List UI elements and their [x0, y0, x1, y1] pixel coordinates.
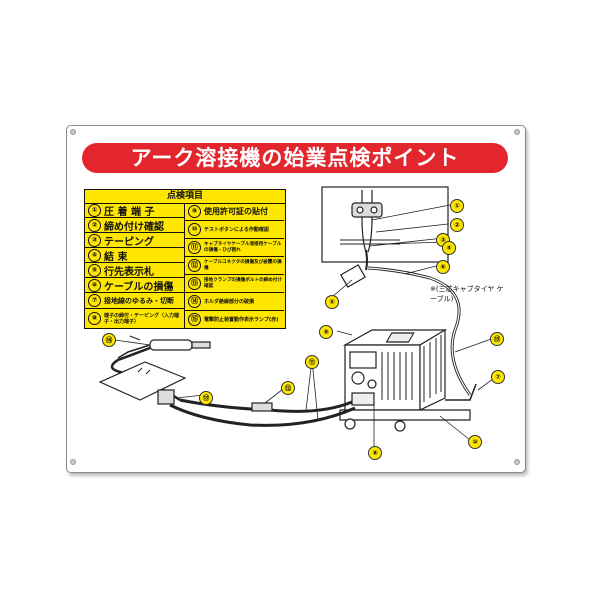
- callout-marker: ④: [442, 241, 456, 255]
- item-label: 電撃防止装置動作表示ランプ(赤): [204, 316, 279, 323]
- item-number: ⑤: [88, 263, 101, 277]
- item-number: ⑧: [88, 312, 101, 325]
- item-number: ⑦: [88, 294, 101, 307]
- item-label: 使用許可証の貼付: [204, 207, 268, 216]
- callout-marker: ⑭: [102, 333, 116, 347]
- callout-marker: ⑨: [319, 325, 333, 339]
- welder-base: [339, 409, 471, 421]
- cable-note: ※(三芯キャブタイヤ ケーブル): [430, 285, 504, 303]
- item-label: テーピング: [104, 236, 154, 248]
- welder-side: [419, 328, 446, 411]
- item-label: テストボタンによる作動確認: [204, 226, 269, 233]
- item-label: 圧 着 端 子: [104, 206, 155, 218]
- output-terminals: [351, 392, 375, 406]
- item-label: 結 束: [104, 251, 128, 263]
- mount-hole: [514, 459, 520, 465]
- control-panel: [349, 351, 377, 369]
- mount-hole: [70, 129, 76, 135]
- item-label: ホルダ絶縁部分の破損: [204, 298, 255, 305]
- callout-marker: ⑥: [436, 260, 450, 274]
- callout-marker: ⑬: [199, 391, 213, 405]
- cable-connector: [251, 402, 273, 412]
- title-banner: アーク溶接機の始業点検ポイント: [82, 143, 508, 173]
- table-divider: [184, 203, 185, 329]
- callout-marker: ⑧: [368, 446, 382, 460]
- item-number: ⑬: [188, 277, 201, 290]
- item-number: ③: [88, 233, 101, 247]
- inset-wire: [361, 216, 373, 253]
- item-number: ④: [88, 248, 101, 262]
- item-label: 接地クランプの損傷ボルトの締め付け確認: [204, 277, 282, 289]
- inset-frame: [321, 186, 449, 263]
- item-number: ⑮: [188, 313, 201, 326]
- item-label: ケーブルの損傷: [104, 281, 174, 293]
- page-title: アーク溶接機の始業点検ポイント: [130, 146, 460, 170]
- mount-hole: [514, 129, 520, 135]
- item-number: ⑥: [88, 278, 101, 292]
- workpiece: [98, 361, 187, 401]
- permit-sticker: [385, 332, 415, 343]
- callout-marker: ⑪: [305, 355, 319, 369]
- item-label: 行先表示札: [104, 266, 154, 278]
- item-number: ①: [88, 203, 101, 217]
- item-number: ⑪: [188, 241, 201, 254]
- dial-knob: [351, 371, 365, 385]
- callout-marker: ⑫: [281, 381, 295, 395]
- ground-lead: [445, 383, 477, 401]
- callout-marker: ⑦: [491, 370, 505, 384]
- callout-marker: ⑮: [490, 332, 504, 346]
- item-number: ⑫: [188, 259, 201, 272]
- electrode-holder: [149, 339, 193, 351]
- callout-marker: ②: [450, 218, 464, 232]
- item-label: ケーブルコネクタの損傷及び被覆の損傷: [204, 259, 282, 271]
- table-header: 点検項目: [85, 190, 285, 204]
- item-label: キャブタイヤケーブル溶接用ケーブルの損傷・ひび割れ: [204, 241, 282, 253]
- ground-clamp: [157, 389, 175, 405]
- mount-hole: [70, 459, 76, 465]
- item-label: 接地線のゆるみ・切断: [104, 296, 174, 305]
- destination-tag: [340, 264, 366, 288]
- item-label: 締め付け確認: [104, 221, 164, 233]
- item-number: ⑭: [188, 295, 201, 308]
- item-number: ⑩: [188, 223, 201, 236]
- item-label: 端子の締付・テーピング（入力端子・出力端子）: [104, 312, 180, 325]
- item-number: ⑨: [188, 205, 201, 218]
- callout-marker: ⑤: [325, 295, 339, 309]
- callout-marker: ⑩: [468, 435, 482, 449]
- output-cable: [169, 403, 356, 427]
- callout-marker: ①: [450, 199, 464, 213]
- item-number: ②: [88, 218, 101, 232]
